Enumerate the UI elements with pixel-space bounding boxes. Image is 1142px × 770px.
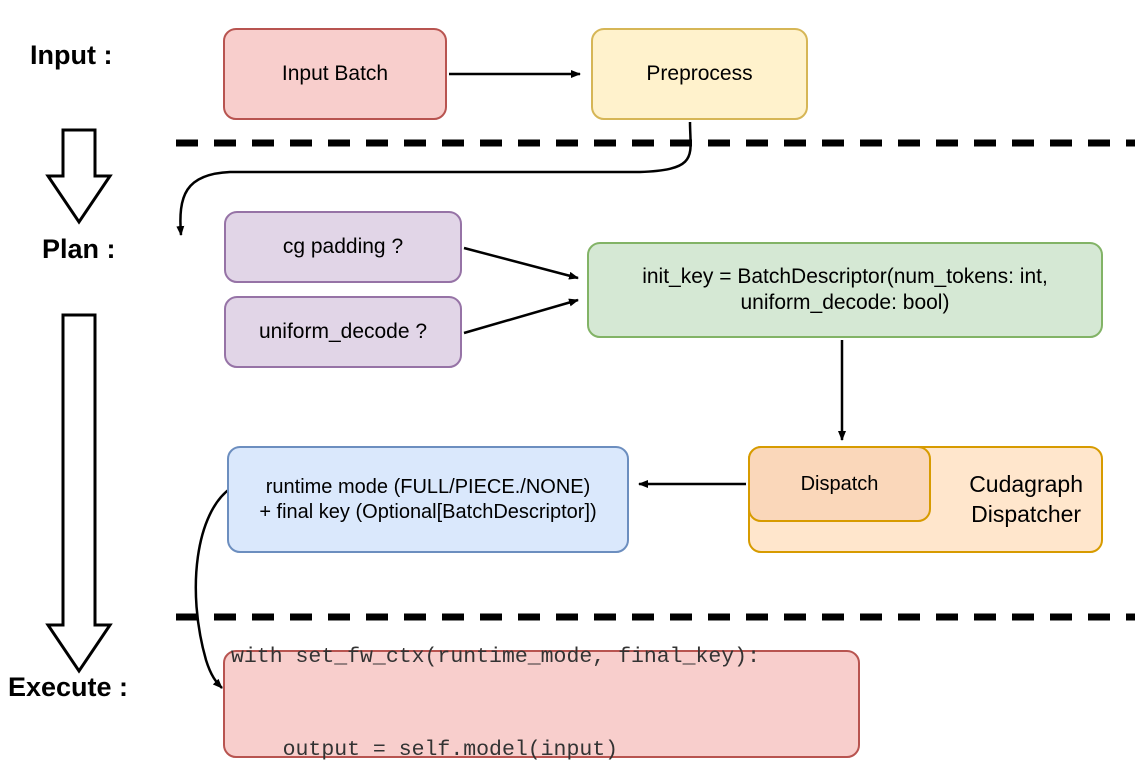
node-runtime-mode[interactable]: runtime mode (FULL/PIECE./NONE) + final … bbox=[227, 446, 629, 553]
node-runtime-mode-line1: runtime mode (FULL/PIECE./NONE) bbox=[265, 475, 591, 498]
input-to-plan-arrow bbox=[45, 128, 113, 225]
edge-preprocess-to-plan bbox=[176, 121, 692, 236]
node-code-block-line2: output = self.model(input) bbox=[231, 738, 619, 763]
node-uniform-decode[interactable]: uniform_decode ? bbox=[224, 296, 462, 368]
edge-cgpadding-to-initkey bbox=[463, 246, 579, 280]
node-preprocess[interactable]: Preprocess bbox=[591, 28, 808, 120]
node-code-block[interactable]: with set_fw_ctx(runtime_mode, final_key)… bbox=[223, 645, 860, 762]
node-cg-padding[interactable]: cg padding ? bbox=[224, 211, 462, 283]
node-cudagraph-dispatcher-line1: Cudagraph bbox=[969, 470, 1083, 497]
plan-to-execute-arrow bbox=[45, 313, 113, 674]
edge-uniformdecode-to-initkey bbox=[463, 298, 579, 335]
node-code-block-line1: with set_fw_ctx(runtime_mode, final_key)… bbox=[231, 644, 760, 669]
node-init-key[interactable]: init_key = BatchDescriptor(num_tokens: i… bbox=[587, 242, 1103, 338]
stage-label-input: Input : bbox=[30, 40, 113, 70]
node-init-key-line1: init_key = BatchDescriptor(num_tokens: i… bbox=[642, 264, 1048, 288]
node-init-key-line2: uniform_decode: bool) bbox=[740, 291, 950, 314]
node-cudagraph-dispatcher-line2: Dispatcher bbox=[971, 500, 1082, 527]
stage-label-plan: Plan : bbox=[42, 234, 116, 264]
stage-label-execute: Execute : bbox=[8, 672, 129, 702]
edge-runtimemode-to-code bbox=[194, 486, 232, 689]
node-dispatch[interactable]: Dispatch bbox=[748, 446, 931, 522]
node-runtime-mode-line2: + final key (Optional[BatchDescriptor]) bbox=[259, 500, 597, 523]
node-input-batch[interactable]: Input Batch bbox=[223, 28, 447, 120]
